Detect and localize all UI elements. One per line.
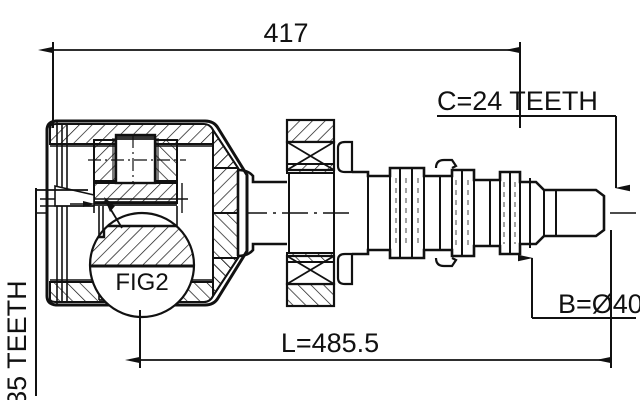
- inner-race-assembly-top: [88, 133, 186, 206]
- fig2-detail-callout: FIG2: [88, 197, 196, 319]
- dimension-417: 417: [38, 18, 521, 128]
- annotation-spline-a: A=35 TEETH: [2, 188, 88, 400]
- fig2-label: FIG2: [115, 269, 168, 296]
- dimension-length-label: L=485.5: [281, 328, 379, 358]
- annotation-diameter-b: B=Ø40: [518, 254, 640, 319]
- annotation-diameter-b-label: B=Ø40: [558, 289, 640, 319]
- shaft-profile: [236, 140, 606, 286]
- dimension-total-length: L=485.5: [125, 230, 612, 368]
- annotation-spline-c-label: C=24 TEETH: [437, 86, 598, 116]
- annotation-spline-a-label: A=35 TEETH: [2, 280, 32, 400]
- annotation-spline-c: C=24 TEETH: [437, 86, 630, 192]
- boot-clamp-large: [285, 118, 336, 308]
- dimension-417-label: 417: [263, 18, 308, 48]
